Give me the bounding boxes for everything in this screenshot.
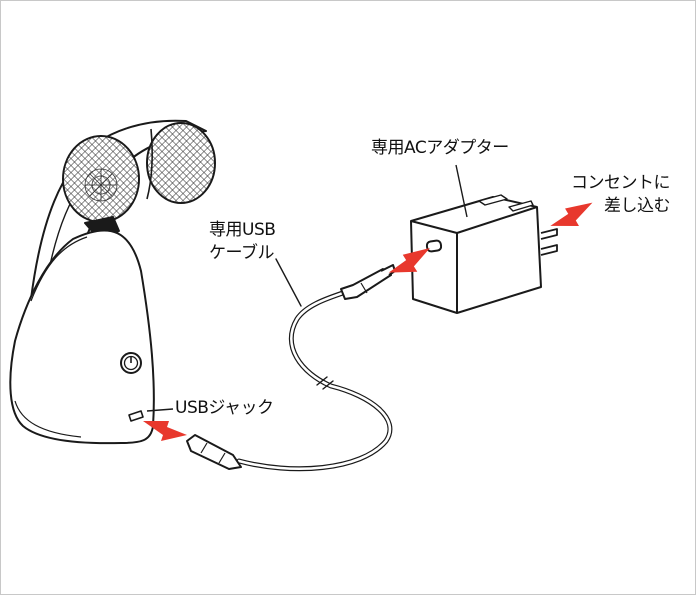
arrow-into-outlet <box>550 202 593 226</box>
massage-ball-right <box>146 122 216 204</box>
massager-device <box>9 119 216 445</box>
usb-c-port-icon <box>425 239 443 253</box>
power-icon <box>120 352 142 374</box>
usb-jack-leader <box>146 408 174 412</box>
ac-adapter-leader <box>455 164 468 218</box>
outlet-label-line-1: コンセントに <box>571 173 671 193</box>
usb-jack-label: USBジャック <box>175 398 274 418</box>
outlet-label-line-2: 差し込む <box>604 196 671 216</box>
plug-prongs-icon <box>540 228 558 256</box>
ac-adapter-label: 専用ACアダプター <box>371 138 509 158</box>
massager-base <box>9 229 155 445</box>
arrow-into-adapter <box>388 247 430 273</box>
usb-cable <box>236 258 393 472</box>
usb-cable-label: 専用USB ケーブル <box>209 219 276 265</box>
usb-cable-label-line-1: 専用USB <box>209 220 276 240</box>
arrow-into-device <box>143 421 187 441</box>
insert-arrows <box>143 202 593 441</box>
ac-adapter <box>410 194 558 314</box>
outlet-label: コンセントに 差し込む <box>571 172 671 218</box>
usb-plug-adapter-side <box>340 264 396 300</box>
usb-cable-label-line-2: ケーブル <box>209 243 274 263</box>
usb-jack-port <box>128 410 144 422</box>
usb-plug-device-side <box>186 434 242 470</box>
